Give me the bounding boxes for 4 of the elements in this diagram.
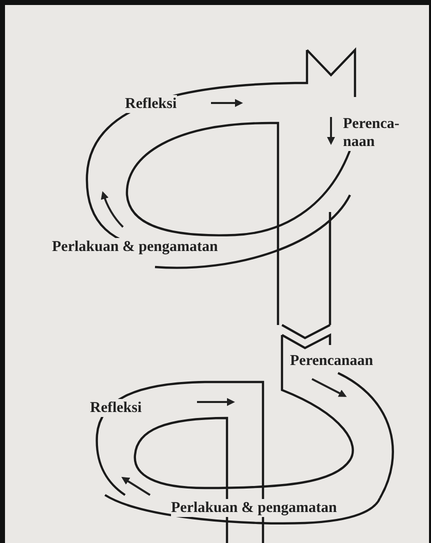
stage-label: Perlakuan & pengamatan bbox=[171, 499, 337, 517]
stage-label: Refleksi bbox=[125, 95, 177, 113]
stage-label: Refleksi bbox=[90, 399, 142, 417]
stage-label: Perlakuan & pengamatan bbox=[52, 238, 218, 256]
